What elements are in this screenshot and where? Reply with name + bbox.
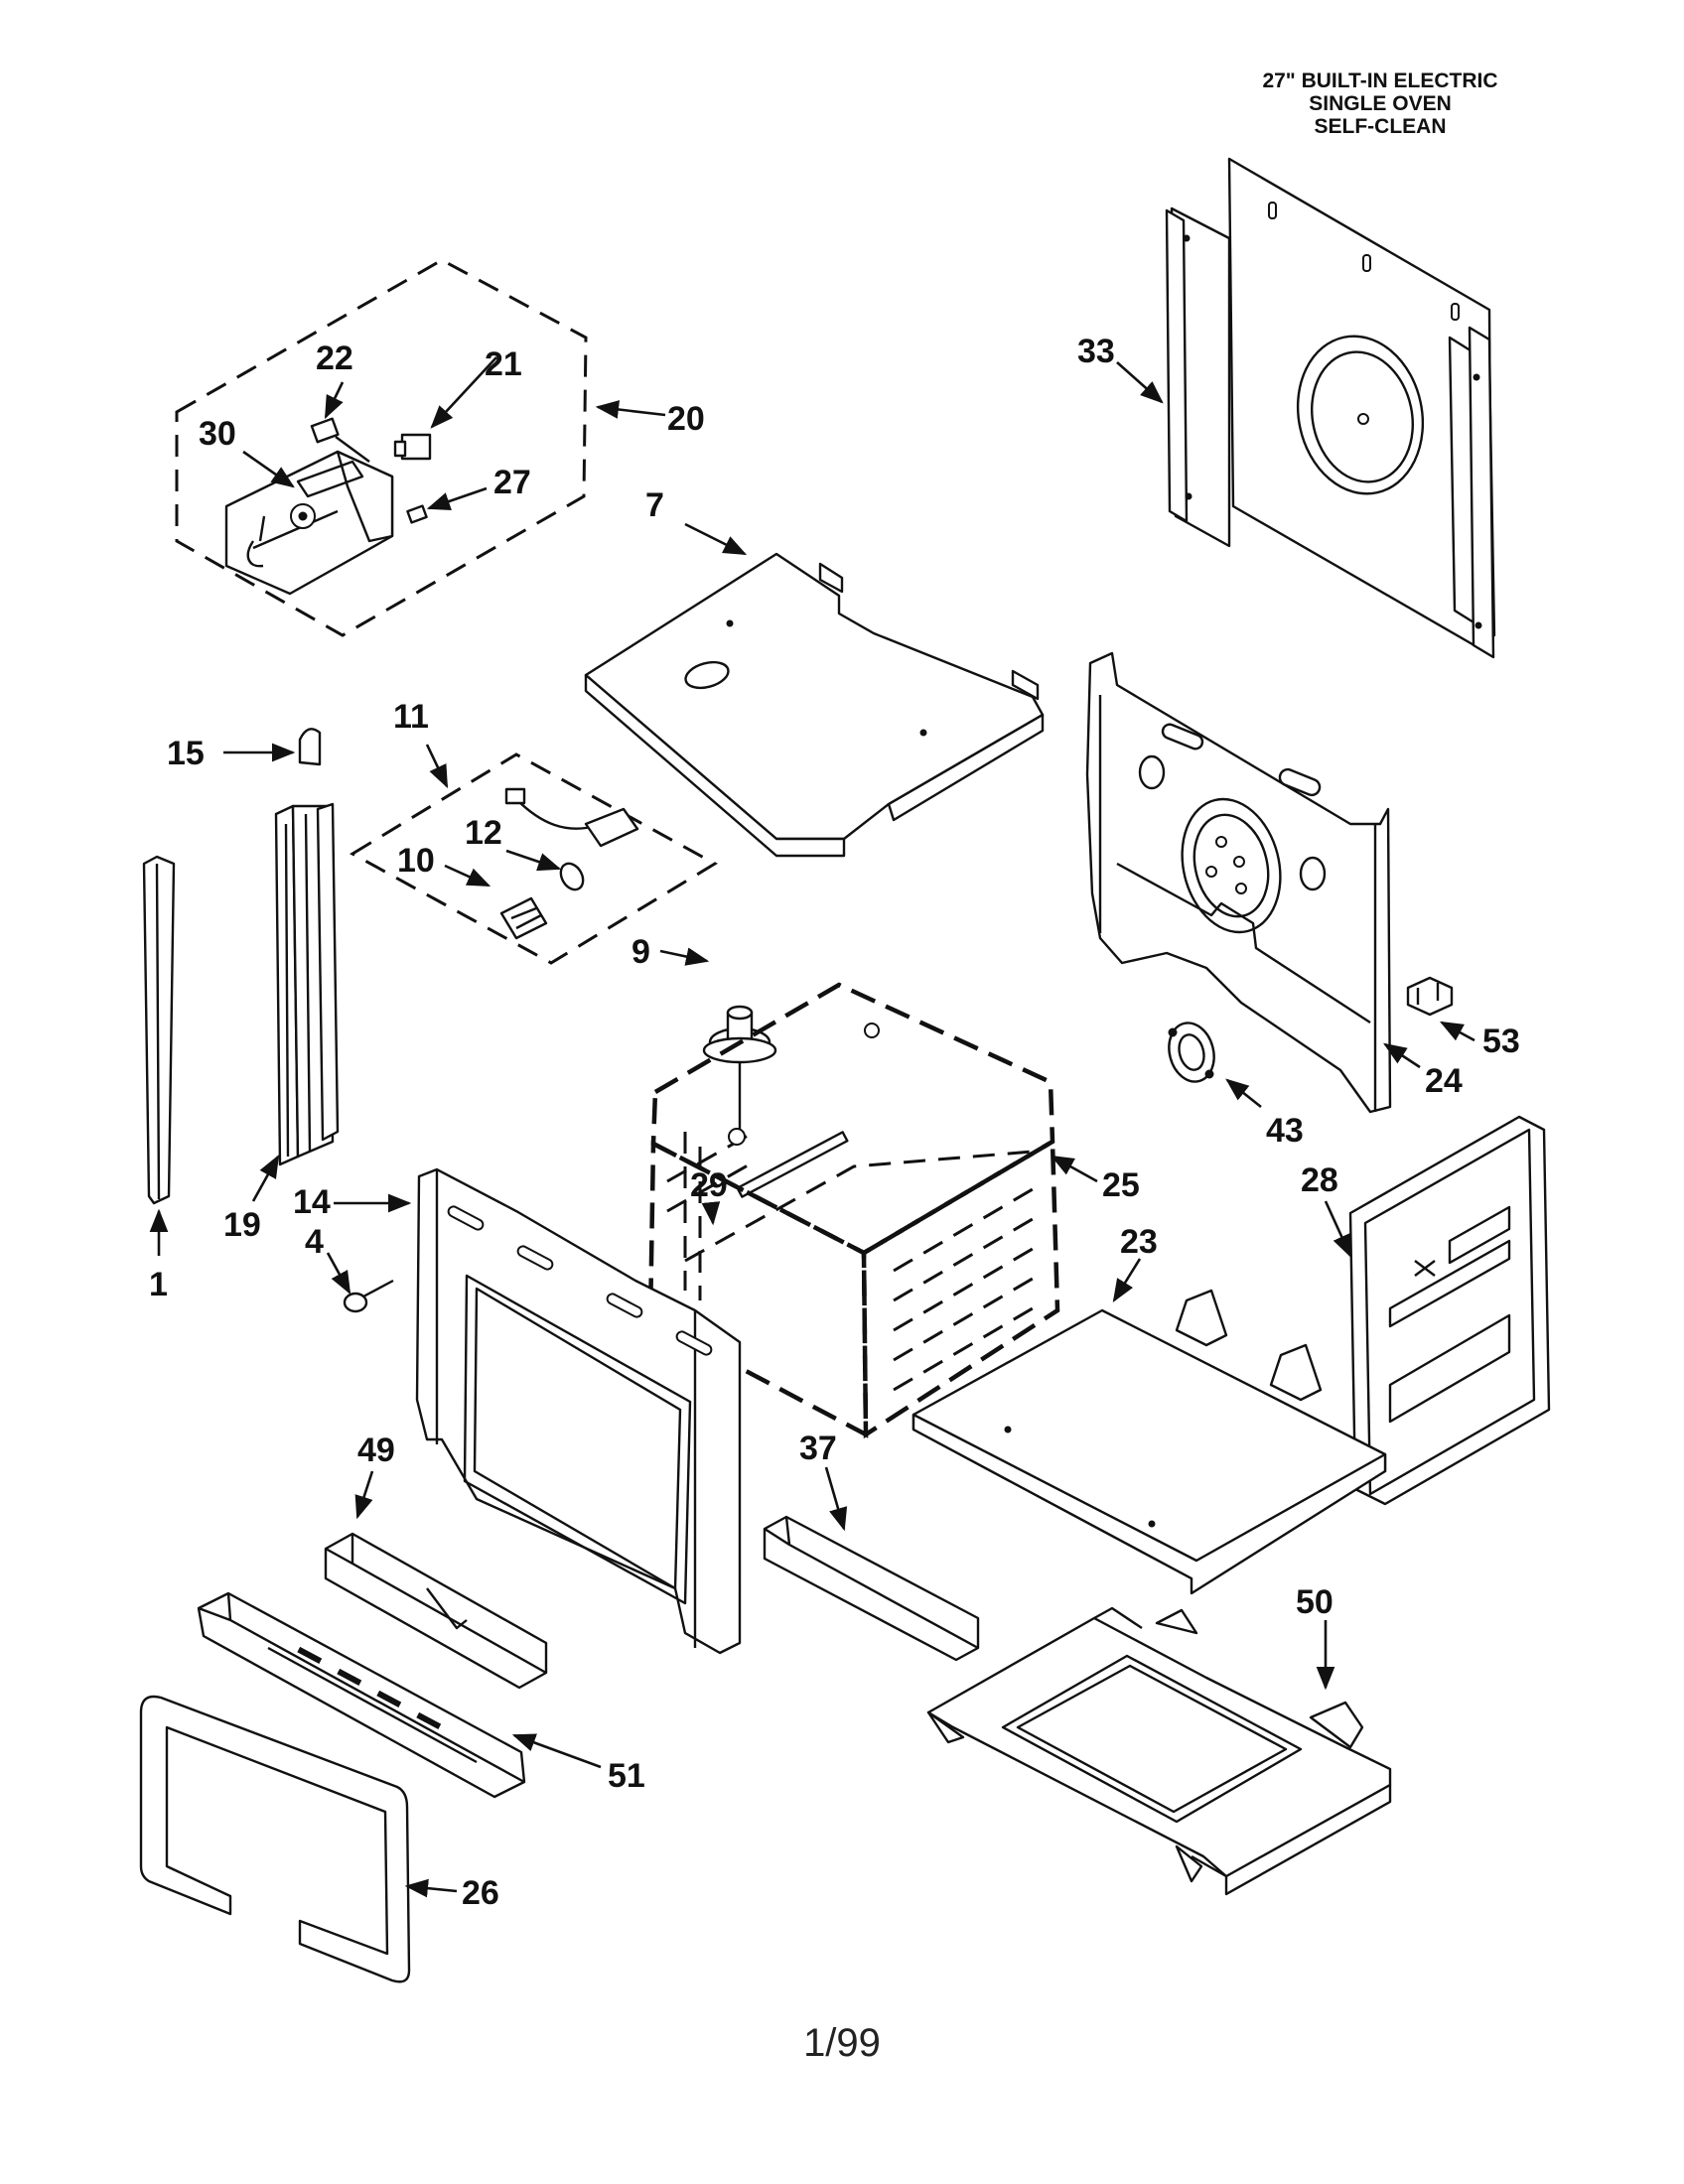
callout-33: 37	[799, 1430, 837, 1467]
callout-53: 53	[1482, 1023, 1520, 1060]
part-4-screw	[343, 1279, 394, 1313]
callout-19: 23	[1120, 1223, 1158, 1261]
callout-14: 14	[293, 1183, 331, 1221]
title-line-2: SINGLE OVEN	[1309, 92, 1452, 115]
callout-15: 26	[462, 1874, 499, 1912]
diagram-title: 27" BUILT-IN ELECTRIC SINGLE OVEN SELF-C…	[1231, 69, 1529, 138]
callout-49: 49	[357, 1432, 395, 1469]
callout-9: 9	[632, 933, 650, 971]
part-15-door-gasket	[139, 1695, 411, 1983]
callout-30: 30	[199, 415, 236, 453]
part-19-bottom-panel	[912, 1289, 1387, 1595]
callout-43: 50	[1296, 1583, 1333, 1621]
part-7-top-panel	[584, 552, 1045, 858]
callout-37: 43	[1266, 1112, 1304, 1150]
callout-labels: 33 7 20 21 22 30 27 15 11 12 10 9 53 24 …	[149, 333, 1520, 1912]
part-49-trim	[324, 1532, 548, 1690]
callout-7: 7	[645, 486, 664, 524]
callout-50: 33	[1077, 333, 1115, 370]
part-26-back-wall	[1085, 651, 1392, 1114]
part-33-rail	[763, 1515, 980, 1662]
footer-date: 1/99	[803, 2021, 881, 2065]
part-27-oven-cavity	[647, 982, 1060, 1439]
callout-25: 28	[1301, 1161, 1338, 1199]
callout-23: 21	[485, 345, 522, 383]
callout-11: 11	[393, 698, 429, 736]
callout-12: 12	[465, 814, 502, 852]
leader-lines	[149, 356, 1475, 1898]
callout-26: 24	[1425, 1062, 1463, 1100]
part-20-cover	[298, 728, 322, 766]
part-50-rear-panel	[1165, 157, 1496, 659]
part-1-side-rail	[142, 855, 176, 1205]
title-line-3: SELF-CLEAN	[1314, 115, 1447, 138]
part-37-gasket	[1168, 1022, 1215, 1083]
callout-1: 1	[149, 1266, 168, 1303]
title-line-1: 27" BUILT-IN ELECTRIC	[1262, 69, 1498, 92]
part-22-control-assembly	[175, 258, 588, 637]
part-51-vent-trim	[197, 1591, 526, 1799]
part-21-side-trim	[274, 802, 340, 1166]
callout-22: 20	[667, 400, 705, 438]
callout-10: 10	[397, 842, 435, 880]
callout-51: 51	[608, 1757, 645, 1795]
part-43-bottom-tray	[926, 1606, 1392, 1896]
callout-27: 25	[1102, 1166, 1140, 1204]
part-11-light-assembly	[350, 752, 718, 965]
callout-28: 27	[493, 464, 531, 501]
callout-4: 4	[305, 1223, 324, 1261]
callout-20: 15	[167, 735, 205, 772]
callout-24: 22	[316, 340, 353, 377]
part-25-side-panel	[1348, 1115, 1551, 1506]
callout-29: 29	[690, 1166, 728, 1204]
part-53-bracket	[1406, 976, 1454, 1017]
part-14-front-frame	[415, 1167, 742, 1655]
callout-21: 19	[223, 1206, 261, 1244]
